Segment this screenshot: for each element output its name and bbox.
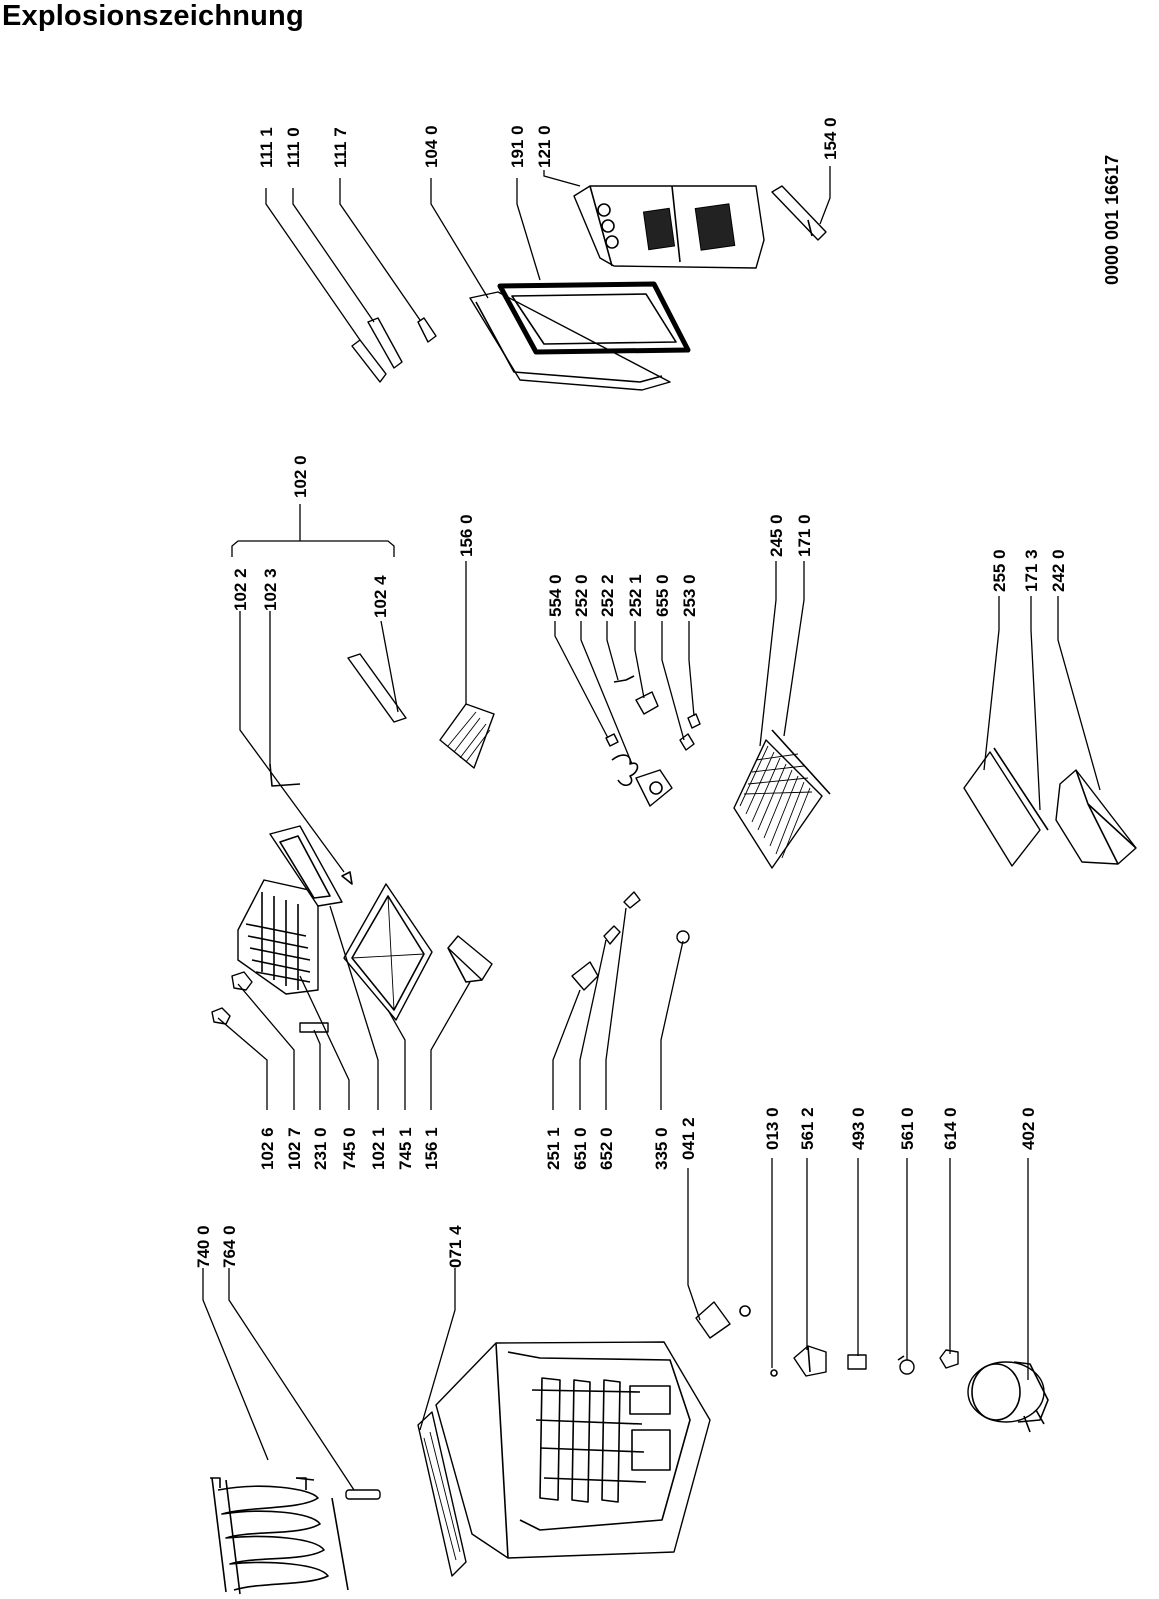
part-label: 171 3 bbox=[1022, 549, 1041, 592]
part-label: 071 4 bbox=[446, 1225, 465, 1268]
door-panel-part bbox=[469, 291, 671, 391]
part-label: 111 1 bbox=[257, 127, 276, 168]
part-label: 104 0 bbox=[422, 125, 441, 168]
part-label: 154 0 bbox=[821, 117, 840, 160]
part-label: 740 0 bbox=[194, 1225, 213, 1268]
door-bin-part bbox=[771, 185, 827, 241]
part-label: 191 0 bbox=[508, 125, 527, 168]
grid-shelf-part bbox=[733, 739, 823, 869]
part-label: 041 2 bbox=[679, 1117, 698, 1160]
shelf-rail-part bbox=[771, 729, 831, 795]
thermostat-part bbox=[603, 925, 621, 945]
part-label: 102 0 bbox=[291, 455, 310, 498]
ice-tray-part bbox=[439, 703, 495, 769]
evaporator-part bbox=[237, 879, 319, 995]
part-label: 242 0 bbox=[1049, 549, 1068, 592]
part-label: 102 6 bbox=[258, 1127, 277, 1170]
part-label: 102 1 bbox=[369, 1127, 388, 1170]
small-box-part bbox=[447, 935, 493, 983]
terminal-cover-part bbox=[939, 1349, 959, 1369]
thermostat-assembly-part bbox=[605, 675, 701, 807]
part-label: 745 1 bbox=[396, 1127, 415, 1170]
thermostat-knob-part bbox=[571, 961, 599, 991]
door-shelf-part bbox=[573, 185, 765, 269]
part-labels: 740 0 764 0 071 4 102 6 102 7 231 0 745 … bbox=[194, 117, 1068, 1268]
part-label: 652 0 bbox=[597, 1127, 616, 1170]
switch-part bbox=[299, 1022, 329, 1033]
cabinet-part bbox=[435, 1341, 711, 1559]
part-label: 651 0 bbox=[571, 1127, 590, 1170]
part-label: 111 7 bbox=[331, 127, 350, 168]
pipe-clamp-part bbox=[695, 1301, 751, 1339]
cover-strip-part bbox=[347, 653, 407, 723]
lamp-socket-part bbox=[211, 1007, 231, 1025]
relay-part bbox=[793, 1345, 827, 1377]
screw-part bbox=[341, 871, 353, 885]
condenser-part bbox=[210, 1477, 349, 1595]
clip-part bbox=[770, 1369, 778, 1377]
part-label: 561 0 bbox=[898, 1107, 917, 1150]
lamp-part bbox=[231, 971, 253, 991]
bracket-part bbox=[269, 763, 301, 787]
part-label: 156 0 bbox=[457, 514, 476, 557]
part-label: 745 0 bbox=[340, 1127, 359, 1170]
part-label: 614 0 bbox=[941, 1107, 960, 1150]
leader-lines bbox=[202, 166, 1101, 1491]
part-label: 245 0 bbox=[767, 514, 786, 557]
drawing-number: 0000 001 16617 bbox=[1102, 155, 1122, 285]
part-label: 764 0 bbox=[220, 1225, 239, 1268]
capacitor-part bbox=[897, 1355, 915, 1375]
part-label: 493 0 bbox=[849, 1107, 868, 1150]
part-label: 255 0 bbox=[990, 549, 1009, 592]
part-label: 102 7 bbox=[285, 1127, 304, 1170]
tray-part bbox=[343, 883, 433, 1021]
part-label: 253 0 bbox=[680, 574, 699, 617]
part-label: 171 0 bbox=[795, 514, 814, 557]
part-label: 655 0 bbox=[653, 574, 672, 617]
part-label: 554 0 bbox=[546, 574, 565, 617]
door-gasket-part bbox=[497, 281, 691, 355]
part-label: 252 0 bbox=[572, 574, 591, 617]
part-label: 251 1 bbox=[544, 1127, 563, 1170]
overload-protector-part bbox=[847, 1354, 867, 1370]
part-label: 102 2 bbox=[231, 568, 250, 611]
capillary-part bbox=[623, 891, 641, 909]
part-label: 156 1 bbox=[422, 1127, 441, 1170]
door-handle-part bbox=[351, 317, 437, 383]
compressor-part bbox=[967, 1361, 1049, 1433]
cabinet-base-part bbox=[417, 1411, 467, 1577]
part-label: 335 0 bbox=[652, 1127, 671, 1170]
part-label: 402 0 bbox=[1019, 1107, 1038, 1150]
part-label: 252 2 bbox=[598, 574, 617, 617]
part-label: 102 4 bbox=[371, 575, 390, 618]
part-label: 102 3 bbox=[261, 568, 280, 611]
filter-drier-part bbox=[345, 1489, 381, 1500]
part-label: 121 0 bbox=[535, 125, 554, 168]
crisper-drawer-part bbox=[1055, 769, 1137, 865]
part-label: 561 2 bbox=[798, 1107, 817, 1150]
part-label: 111 0 bbox=[284, 127, 303, 168]
part-label: 231 0 bbox=[311, 1127, 330, 1170]
page-title: Explosionszeichnung bbox=[2, 0, 304, 32]
glass-shelf-part bbox=[963, 751, 1041, 867]
part-label: 013 0 bbox=[763, 1107, 782, 1150]
shelf-trim-part bbox=[993, 747, 1049, 831]
lamp-cover-frame-part bbox=[269, 825, 343, 907]
part-label: 252 1 bbox=[626, 574, 645, 617]
